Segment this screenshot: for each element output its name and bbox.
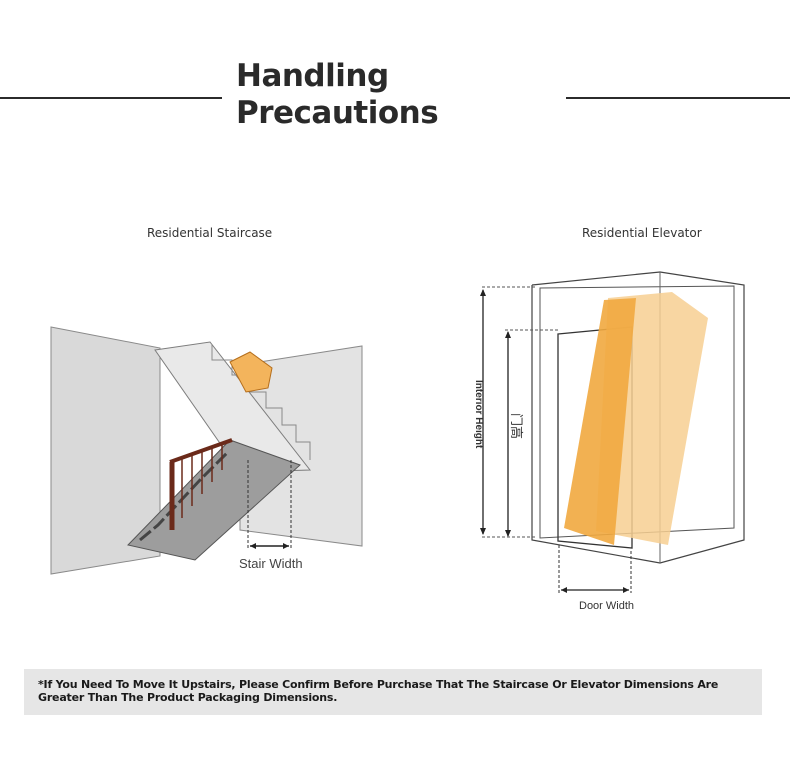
staircase-caption: Residential Staircase (147, 226, 273, 240)
stair-arrow-head-left (250, 543, 256, 549)
stair-handrail (169, 438, 233, 464)
staircase-illustration: Stair Width (50, 326, 363, 575)
stair-left-wall (50, 326, 161, 575)
door-width-arrow-left (561, 587, 567, 593)
interior-height-arrow-bottom (480, 528, 486, 535)
stair-arrow-head-right (283, 543, 289, 549)
stair-width-label: Stair Width (239, 556, 303, 571)
stair-lower-steps (139, 450, 230, 542)
package-front-face (564, 298, 636, 545)
stair-balusters (181, 444, 223, 518)
elevator-caption: Residential Elevator (582, 226, 702, 240)
interior-height-arrow-top (480, 289, 486, 296)
header-rule-left (0, 97, 222, 99)
header-rule-right (566, 97, 790, 99)
door-width-arrow-right (623, 587, 629, 593)
door-height-arrow-top (505, 331, 511, 338)
title-line-1: Handling (236, 58, 389, 94)
page-title: Handling Precautions (236, 58, 439, 132)
notice-banner: *If You Need To Move It Upstairs, Please… (24, 669, 762, 715)
stair-upper-flight (154, 341, 312, 473)
door-height-arrow-bottom (505, 530, 511, 537)
interior-height-label: Interior Height (473, 380, 484, 449)
title-line-2: Precautions (236, 95, 439, 131)
door-width-label: Door Width (579, 600, 634, 612)
elevator-illustration: Interior Height 门高 Door Width (473, 271, 745, 612)
door-height-label: 门高 (508, 413, 524, 439)
stair-landing-block (229, 351, 273, 393)
